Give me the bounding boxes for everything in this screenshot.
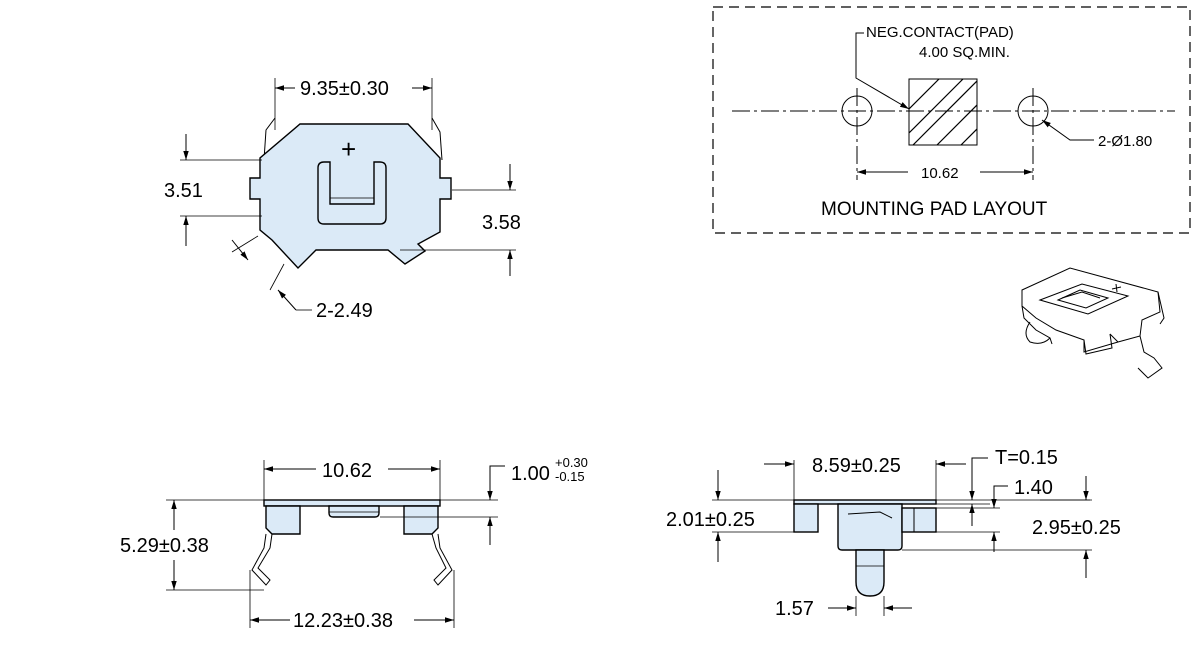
polarity-mark: + bbox=[341, 134, 356, 164]
hole-label: 2-Ø1.80 bbox=[1098, 133, 1152, 150]
top-view-body bbox=[249, 123, 452, 270]
iso-view bbox=[1021, 267, 1165, 379]
side-body bbox=[837, 503, 903, 551]
mounting-hole-right bbox=[1017, 95, 1049, 127]
pad-layout-title: MOUNTING PAD LAYOUT bbox=[821, 199, 1048, 220]
front-top-plate bbox=[263, 499, 441, 507]
pad-size-label: 4.00 SQ.MIN. bbox=[919, 44, 1010, 61]
top-height-left-dim: 3.51 bbox=[164, 180, 203, 202]
front-offset-dim: 1.00 bbox=[511, 463, 550, 485]
pin-dim: 1.57 bbox=[775, 598, 814, 620]
top-width-dim: 9.35±0.30 bbox=[300, 78, 389, 100]
front-view bbox=[166, 460, 505, 628]
top-view bbox=[180, 78, 516, 311]
front-offset-plus: +0.30 bbox=[555, 455, 588, 470]
side-left-tab bbox=[793, 503, 819, 533]
side-view bbox=[712, 457, 1092, 616]
side-pin bbox=[855, 549, 885, 597]
contact-tab bbox=[317, 161, 387, 225]
mounting-hole-left bbox=[841, 95, 873, 127]
front-top-width-dim: 10.62 bbox=[322, 460, 372, 482]
front-height-dim: 5.29±0.38 bbox=[120, 535, 209, 557]
neg-contact-pad bbox=[908, 78, 978, 146]
tab-dim: 1.40 bbox=[1014, 477, 1053, 499]
chamfer-dim: 2-2.49 bbox=[316, 300, 373, 322]
side-height-right-dim: 2.95±0.25 bbox=[1032, 517, 1121, 539]
top-height-right-dim: 3.58 bbox=[482, 212, 521, 234]
side-width-dim: 8.59±0.25 bbox=[812, 455, 901, 477]
pad-spacing-dim: 10.62 bbox=[921, 165, 959, 182]
neg-contact-label: NEG.CONTACT(PAD) bbox=[866, 24, 1014, 41]
thickness-dim: T=0.15 bbox=[995, 447, 1058, 469]
front-bottom-width-dim: 12.23±0.38 bbox=[293, 610, 393, 632]
side-height-left-dim: 2.01±0.25 bbox=[666, 509, 755, 531]
front-offset-minus: -0.15 bbox=[555, 469, 585, 484]
mounting-pad-layout bbox=[712, 6, 1191, 234]
